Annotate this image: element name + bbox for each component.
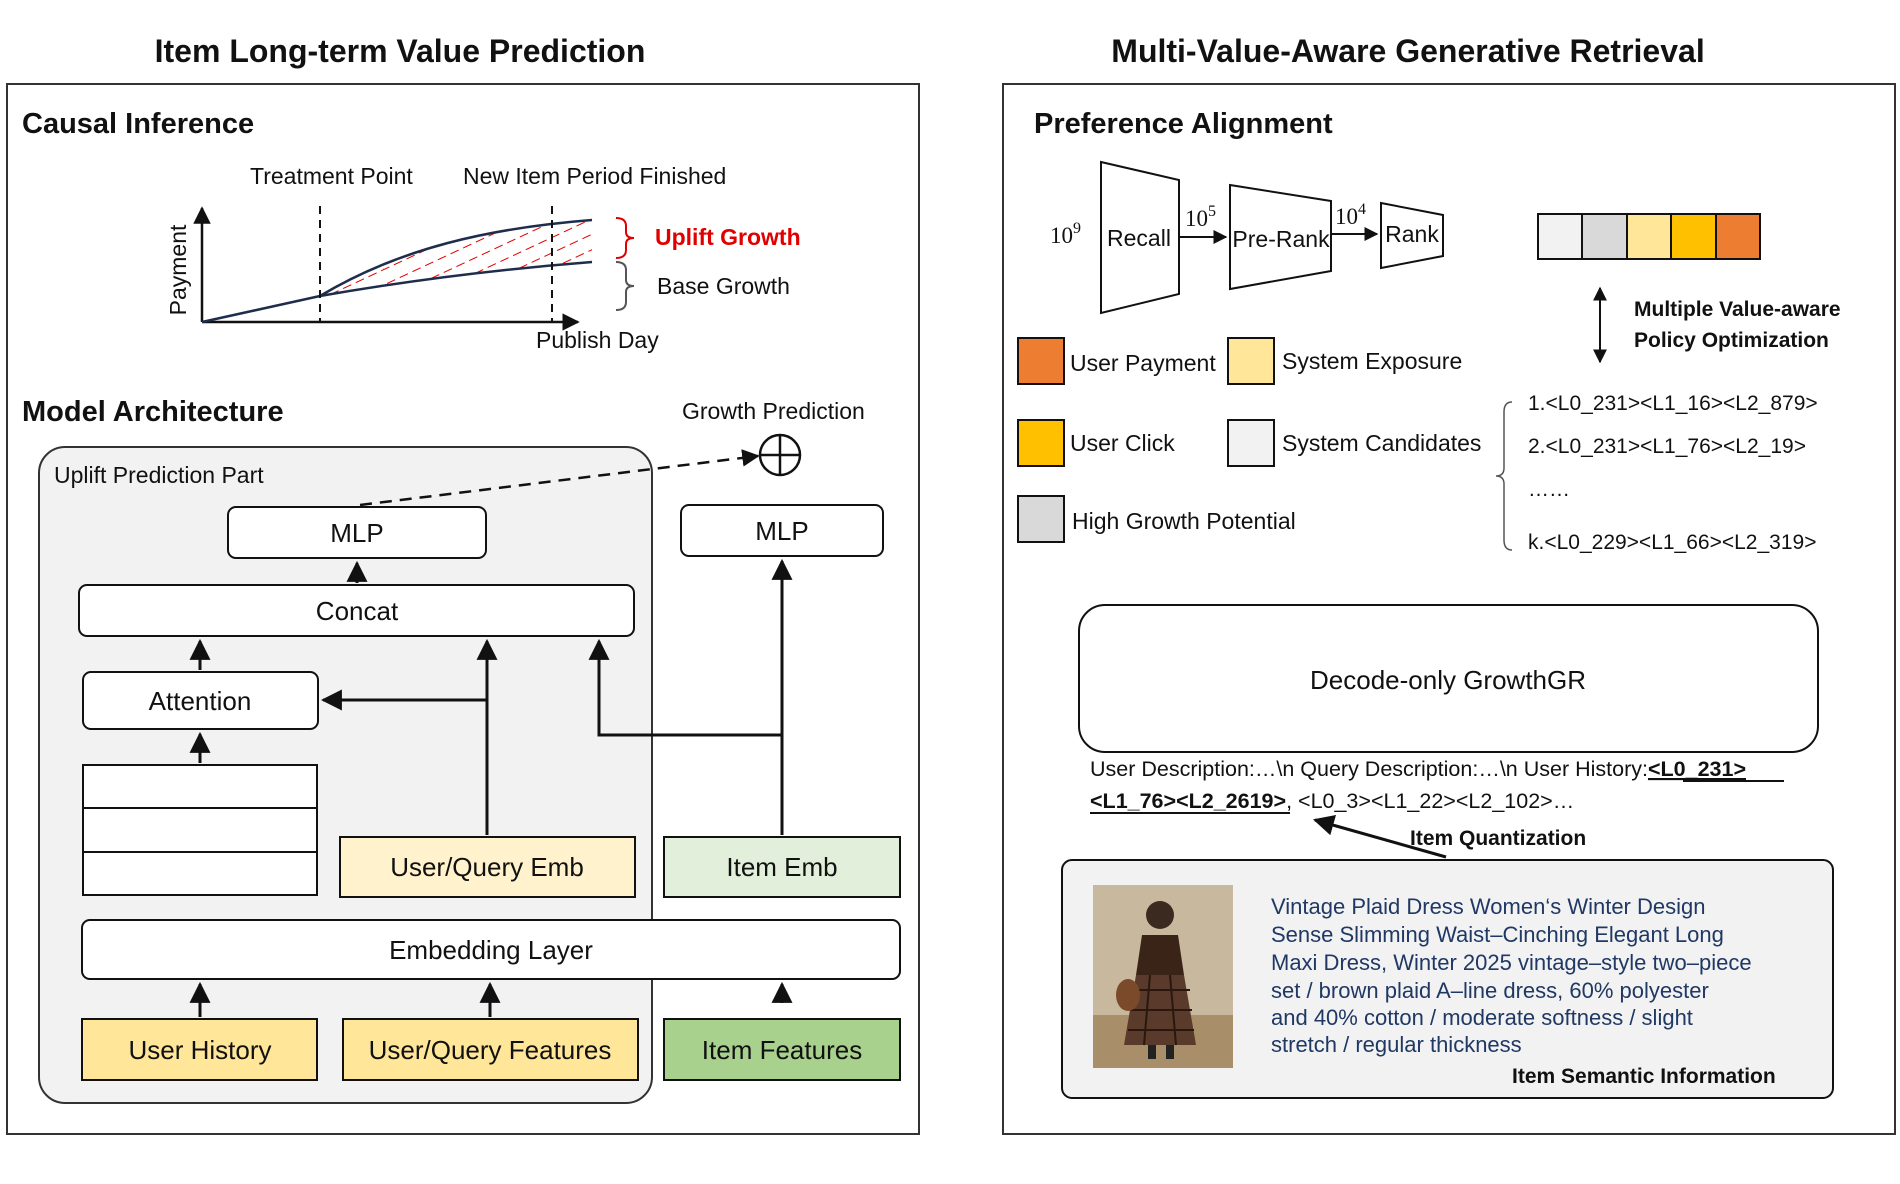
legend-user-payment: User Payment xyxy=(1070,350,1216,376)
attention-box xyxy=(82,671,319,730)
decoder-box xyxy=(1078,604,1819,753)
item-card xyxy=(1061,859,1834,1099)
svg-text:Maxi Dress, Winter 2025 vintag: Maxi Dress, Winter 2025 vintage–style tw… xyxy=(1271,950,1752,975)
y-axis-label: Payment xyxy=(165,224,191,315)
svg-text:and 40% cotton / moderate soft: and 40% cotton / moderate softness / sli… xyxy=(1271,1005,1693,1030)
retrieval-funnel: Recall Pre-Rank Rank 109 105 104 xyxy=(1050,160,1444,315)
value-color-bar xyxy=(1537,213,1761,260)
uplift-part-label: Uplift Prediction Part xyxy=(54,462,264,488)
treatment-point-label: Treatment Point xyxy=(250,163,413,189)
legend-swatch-user-payment xyxy=(1017,337,1065,385)
svg-text:Vintage Plaid Dress Women‘s Wi: Vintage Plaid Dress Women‘s Winter Desig… xyxy=(1271,894,1705,919)
quantization-arrow xyxy=(1312,815,1447,859)
base-curve xyxy=(319,260,593,298)
causal-heading: Causal Inference xyxy=(22,108,254,140)
svg-text:Sense Slimming Waist–Cinching: Sense Slimming Waist–Cinching Elegant Lo… xyxy=(1271,922,1724,947)
recall-trapezoid xyxy=(1100,160,1180,315)
decoder-input-line2: <L1_76><L2_2619>, <L0_3><L1_22><L2_102>… xyxy=(1090,789,1574,813)
legend-swatch-user-click xyxy=(1017,419,1065,467)
left-title: Item Long-term Value Prediction xyxy=(155,33,646,69)
user-query-emb-label: User/Query Emb xyxy=(390,852,584,882)
item-features-label: Item Features xyxy=(702,1035,862,1065)
item-quantization-label: Item Quantization xyxy=(1410,827,1586,850)
user-query-features-box xyxy=(342,1018,639,1081)
embedding-layer-label: Embedding Layer xyxy=(389,935,593,965)
causal-chart: Payment Publish Day Uplift Growth Base G… xyxy=(165,206,801,353)
mlp-right-label: MLP xyxy=(755,516,808,546)
growth-prediction-label: Growth Prediction xyxy=(682,398,865,424)
sequence-2: 2.<L0_231><L1_76><L2_19> xyxy=(1528,435,1806,458)
sequence-1: 1.<L0_231><L1_16><L2_879> xyxy=(1528,392,1818,415)
history-sequence-stack xyxy=(82,764,318,896)
user-query-features-label: User/Query Features xyxy=(369,1035,612,1065)
item-emb-box xyxy=(663,836,901,898)
user-query-emb-box xyxy=(339,836,636,898)
legend-high-growth: High Growth Potential xyxy=(1072,508,1296,534)
mlp-right-box xyxy=(680,504,884,557)
recall-count: 109 xyxy=(1050,220,1081,248)
svg-text:stretch / regular thickness: stretch / regular thickness xyxy=(1271,1032,1522,1057)
baseline-segment xyxy=(201,294,321,324)
rank-count: 104 xyxy=(1335,201,1366,229)
item-description: Vintage Plaid Dress Women‘s Winter Desig… xyxy=(1271,894,1752,1057)
decoder-input-line1: User Description:…\n Query Description:…… xyxy=(1090,757,1746,781)
preference-heading: Preference Alignment xyxy=(1034,108,1333,140)
item-emb-label: Item Emb xyxy=(726,852,837,882)
legend-swatch-system-candidates xyxy=(1227,419,1275,467)
legend: User Payment System Exposure User Click … xyxy=(1017,337,1481,543)
recall-label: Recall xyxy=(1107,225,1171,251)
rank-label: Rank xyxy=(1385,221,1439,247)
prerank-trapezoid xyxy=(1229,183,1332,291)
mlp-left-label: MLP xyxy=(330,518,383,548)
mlp-to-plus-dashed xyxy=(359,449,760,507)
uplift-growth-label: Uplift Growth xyxy=(655,224,801,250)
legend-swatch-system-exposure xyxy=(1227,337,1275,385)
user-history-box xyxy=(81,1018,318,1081)
uplift-brace xyxy=(615,217,635,259)
item-semantic-label: Item Semantic Information xyxy=(1512,1065,1776,1088)
legend-swatch-high-growth xyxy=(1017,495,1065,543)
legend-system-candidates: System Candidates xyxy=(1282,430,1481,456)
concat-label: Concat xyxy=(316,596,399,626)
right-title: Multi-Value-Aware Generative Retrieval xyxy=(1111,33,1704,69)
policy-label-line1: Multiple Value-aware xyxy=(1634,298,1841,321)
uplift-area xyxy=(320,220,592,296)
concat-box xyxy=(78,584,635,637)
rank-trapezoid xyxy=(1380,201,1444,270)
base-growth-label: Base Growth xyxy=(657,273,790,299)
model-arrows xyxy=(189,558,793,1017)
item-features-box xyxy=(663,1018,901,1081)
svg-text:set / brown plaid A–line dress: set / brown plaid A–line dress, 60% poly… xyxy=(1271,978,1709,1003)
prerank-label: Pre-Rank xyxy=(1232,226,1330,252)
attention-label: Attention xyxy=(149,686,252,716)
sequence-bracket xyxy=(1495,401,1513,551)
x-axis-label: Publish Day xyxy=(536,327,659,353)
user-history-label: User History xyxy=(128,1035,271,1065)
legend-system-exposure: System Exposure xyxy=(1282,348,1462,374)
new-item-period-label: New Item Period Finished xyxy=(463,163,726,189)
policy-label-line2: Policy Optimization xyxy=(1634,329,1829,352)
item-photo xyxy=(1093,885,1233,1068)
decoder-label: Decode-only GrowthGR xyxy=(1310,665,1586,695)
prerank-count: 105 xyxy=(1185,203,1216,231)
plus-operator xyxy=(758,433,802,477)
sequence-k: k.<L0_229><L1_66><L2_319> xyxy=(1528,531,1816,554)
model-heading: Model Architecture xyxy=(22,396,284,428)
mlp-left-box xyxy=(227,506,487,559)
sequence-ellipsis: …… xyxy=(1528,478,1570,501)
embedding-layer-box xyxy=(81,919,901,980)
base-brace xyxy=(615,261,635,311)
uplift-curve xyxy=(319,218,593,298)
legend-user-click: User Click xyxy=(1070,430,1175,456)
